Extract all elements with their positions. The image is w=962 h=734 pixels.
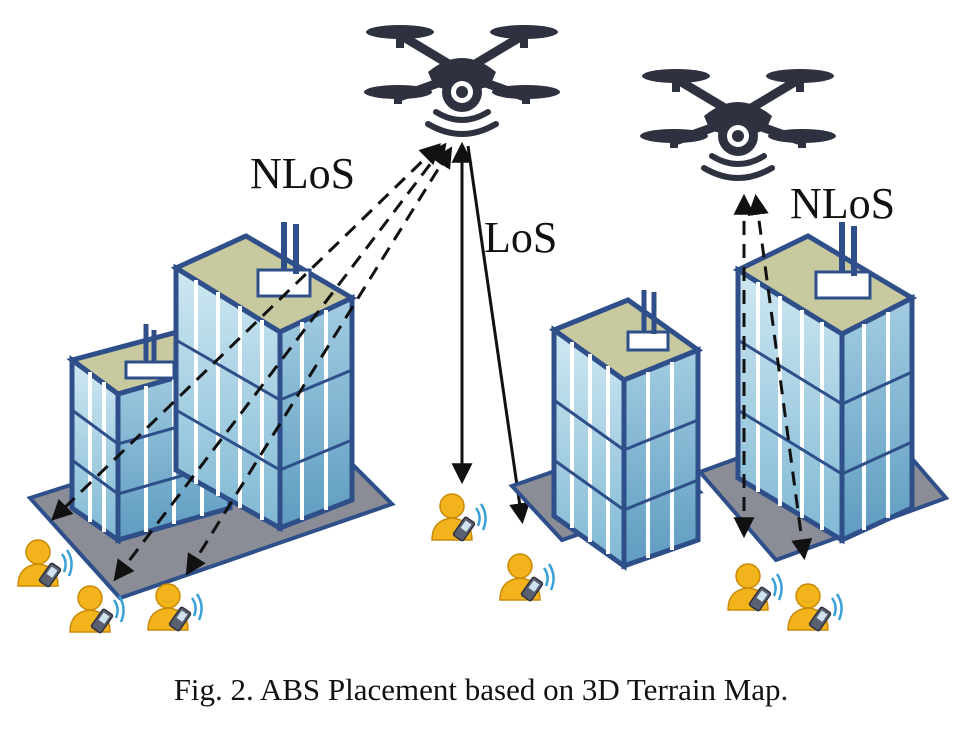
nlos-links-right [733,193,813,561]
building-icon [732,222,918,545]
user-with-phone-icon [498,552,555,603]
nlos-links-left [50,142,453,582]
user-with-phone-icon [430,492,487,543]
user-with-phone-icon [146,582,203,633]
nlos-label-left: NLoS [250,149,356,198]
user-with-phone-icon [16,538,73,589]
user-with-phone-icon [786,582,843,633]
figure-caption: Fig. 2. ABS Placement based on 3D Terrai… [173,672,789,707]
user-with-phone-icon [726,562,783,613]
building-icon [548,290,704,571]
los-links [451,141,530,525]
drone-icon [364,25,560,134]
los-label: LoS [484,213,558,262]
nlos-label-right: NLoS [790,179,896,228]
drone-icon [640,69,836,178]
